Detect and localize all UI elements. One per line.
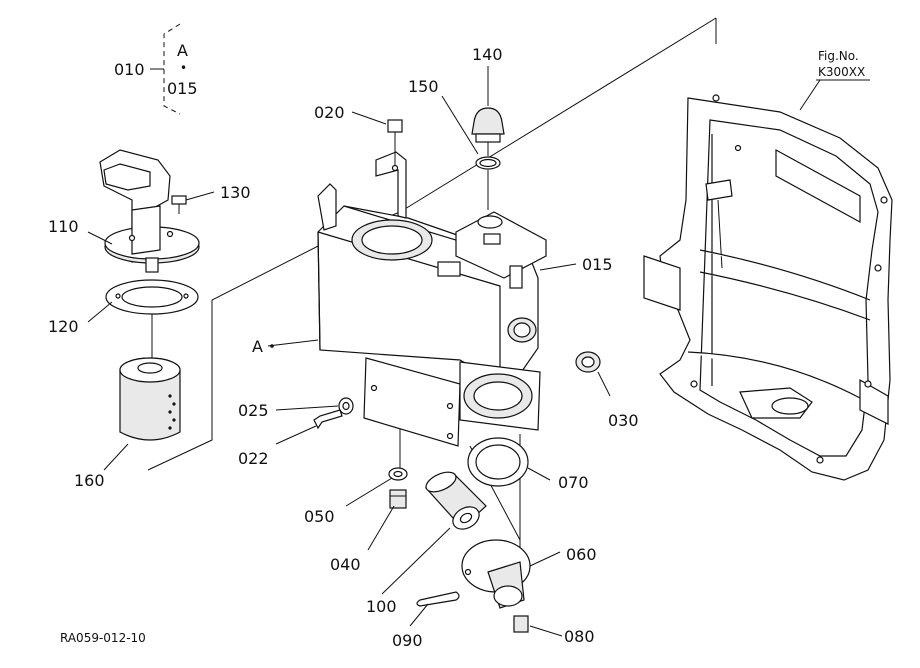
callout-022: 022: [238, 449, 269, 468]
note-top-label: A: [177, 41, 188, 60]
part-030-plug: [575, 351, 601, 373]
note-parent-label: 010: [114, 60, 145, 79]
callout-130: 130: [220, 183, 251, 202]
part-070-gasket: [467, 437, 529, 487]
callout-120: 120: [48, 317, 79, 336]
part-130-bolt: [171, 195, 187, 214]
callout-060: 060: [566, 545, 597, 564]
callout-015: 015: [582, 255, 613, 274]
part-040-plug: [389, 489, 407, 509]
part-140-breather-cap: [471, 107, 505, 156]
callout-100: 100: [366, 597, 397, 616]
callout-040: 040: [330, 555, 361, 574]
part-060-suction-flange: [461, 539, 531, 609]
fender-cover: [643, 94, 893, 481]
note-bracket: 010 A • 015: [114, 23, 198, 115]
callout-110: 110: [48, 217, 79, 236]
part-080-plug: [513, 615, 529, 633]
part-050-washer: [388, 467, 408, 481]
callout-080: 080: [564, 627, 595, 646]
callout-090: 090: [392, 631, 423, 650]
part-100-strainer: [424, 471, 487, 530]
hydraulic-tank-body: [317, 151, 547, 447]
callout-020: 020: [314, 103, 345, 122]
callout-025: 025: [238, 401, 269, 420]
fig-no-label: Fig.No.: [818, 49, 859, 63]
callout-070: 070: [558, 473, 589, 492]
callout-030: 030: [608, 411, 639, 430]
callout-050: 050: [304, 507, 335, 526]
fig-no-value: K300XX: [818, 65, 865, 79]
part-022-bolt: [313, 409, 343, 430]
note-dot: •: [180, 61, 187, 75]
part-110-filter-head: [99, 149, 200, 273]
note-bracket-line: [163, 23, 181, 115]
callout-150: 150: [408, 77, 439, 96]
part-150-o-ring: [475, 156, 501, 170]
part-020-bolt: [387, 119, 403, 172]
ref-point-a: A: [252, 337, 263, 356]
part-160-filter: [119, 357, 181, 441]
part-025-washer: [338, 397, 354, 415]
part-090-clip: [416, 591, 460, 607]
part-120-gasket: [105, 279, 199, 315]
callout-160: 160: [74, 471, 105, 490]
ref-point-dot: [270, 344, 274, 348]
note-bottom-label: 015: [167, 79, 198, 98]
filter-assembly-line: [147, 239, 331, 471]
callout-leaders: [87, 66, 821, 637]
callout-140: 140: [472, 45, 503, 64]
drawing-code: RA059-012-10: [60, 631, 146, 645]
